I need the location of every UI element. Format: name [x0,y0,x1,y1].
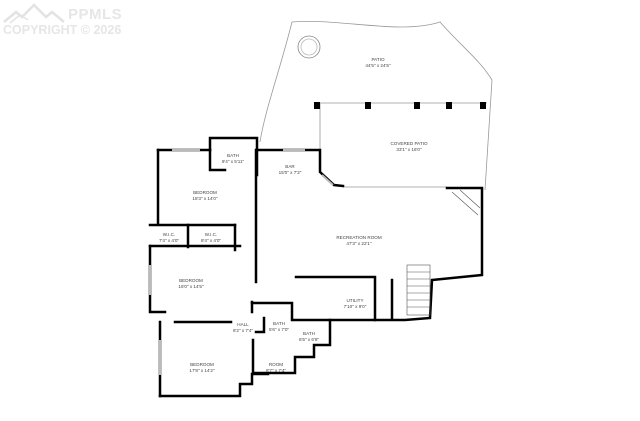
covered-patio-outline [319,102,487,188]
walls [148,136,484,398]
mountain-logo-icon [3,3,65,24]
stairs [406,189,481,316]
patio-posts [314,102,486,109]
windows [149,149,334,375]
room-label-wic: W.I.C.8'4" x 4'0" [200,232,222,243]
watermark-brand: PPMLS [68,6,123,23]
watermark-copyright: COPYRIGHT © 2026 [3,23,122,37]
patio-outline [259,21,493,191]
room-label-wic: W.I.C.7'4" x 4'0" [158,232,180,243]
